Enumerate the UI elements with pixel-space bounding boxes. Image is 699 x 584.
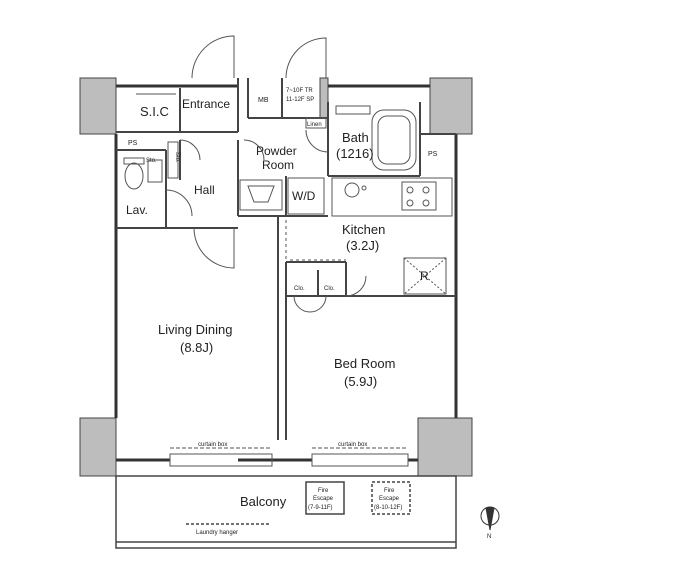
bathtub-inner: [377, 115, 411, 165]
kitchen-tap: [361, 185, 367, 191]
column-top-left: [79, 77, 117, 135]
clo-door-right: [309, 295, 327, 313]
hall-door2: [179, 139, 201, 161]
burner-3: [406, 199, 414, 207]
label-kitchen-1: Kitchen: [342, 222, 385, 237]
window-right: [311, 453, 409, 467]
lav-door: [165, 189, 193, 217]
column-bottom-right: [417, 417, 473, 477]
label-fire1-2: Escape: [313, 496, 334, 502]
entrance-door-right: [285, 37, 327, 79]
label-curtain-right: curtain box: [338, 442, 367, 448]
column-bottom-left: [79, 417, 117, 477]
label-living-2: (8.8J): [180, 340, 213, 355]
outer-walls: [114, 84, 458, 462]
structural-columns: [79, 77, 473, 477]
label-fire2-1: Fire: [384, 488, 395, 494]
label-balcony: Balcony: [240, 494, 287, 509]
column-top-right: [429, 77, 473, 135]
label-mb: MB: [258, 97, 269, 104]
toilet: [124, 162, 144, 190]
door-swings: [165, 35, 367, 313]
label-powder-2: Room: [262, 158, 294, 172]
kitchen-counter: [331, 177, 453, 217]
label-ps-left: PS: [128, 140, 138, 147]
interior-walls: [116, 78, 456, 440]
label-linen: Linen: [307, 122, 322, 128]
balcony-outline: [115, 475, 457, 549]
compass-north-label: N: [487, 534, 491, 540]
label-sto-right: Sto.: [174, 152, 180, 163]
label-hall: Hall: [194, 183, 215, 197]
powder-sink-bowl: [247, 185, 275, 203]
wd-box: [287, 177, 325, 215]
label-sic: S.I.C: [140, 104, 169, 119]
compass-icon: [480, 506, 500, 531]
label-laundry: Laundry hanger: [196, 530, 238, 536]
label-ps-right: PS: [428, 151, 438, 158]
fridge-x2: [403, 257, 447, 295]
kitchen-door: [345, 275, 367, 297]
label-living-1: Living Dining: [158, 322, 232, 337]
fridge-x1: [403, 257, 447, 295]
kitchen-sink: [344, 182, 360, 198]
toilet-tank: [123, 157, 145, 165]
lav-counter: [147, 159, 163, 183]
label-bath-2: (1216): [336, 146, 374, 161]
label-clo-right: Clo.: [324, 286, 335, 292]
label-entrance: Entrance: [182, 97, 230, 111]
burner-1: [406, 186, 414, 194]
powder-sink: [239, 179, 283, 211]
linen-shelf: [305, 117, 327, 129]
sto-shelf: [167, 141, 179, 179]
label-bath-1: Bath: [342, 130, 369, 145]
label-tr-1: 7~10F TR: [286, 88, 313, 94]
window-left: [169, 453, 273, 467]
label-bed-2: (5.9J): [344, 374, 377, 389]
bath-door: [305, 129, 329, 153]
balcony: [115, 475, 457, 549]
label-curtain-left: curtain box: [198, 442, 227, 448]
burner-4: [422, 199, 430, 207]
powder-door: [243, 139, 265, 161]
label-fire2-2: Escape: [379, 496, 400, 502]
label-lav: Lav.: [126, 203, 148, 217]
cooktop: [401, 181, 437, 211]
entrance-door-left: [191, 35, 235, 79]
bath-vanity: [335, 105, 371, 115]
column-top-middle: [319, 77, 329, 119]
hall-door: [193, 227, 235, 269]
fridge-box: [403, 257, 447, 295]
label-tr-2: 11-12F SP: [286, 97, 314, 103]
label-powder-1: Powder: [256, 144, 297, 158]
label-sto-left: Sto.: [146, 158, 157, 164]
label-fire1-1: Fire: [318, 488, 329, 494]
bathtub: [371, 109, 417, 171]
label-bed-1: Bed Room: [334, 356, 395, 371]
fixtures: [123, 93, 453, 295]
compass-needle: [485, 507, 495, 531]
burner-2: [422, 186, 430, 194]
label-fridge: R: [420, 269, 429, 283]
clo-door-left: [293, 295, 311, 313]
label-clo-left: Clo.: [294, 286, 305, 292]
label-fire2-3: (8-10-12F): [374, 505, 402, 511]
label-wd: W/D: [292, 189, 316, 203]
windows: [169, 447, 409, 467]
room-labels: S.I.C Entrance MB 7~10F TR 11-12F SP Lin…: [126, 88, 491, 540]
label-fire1-3: (7-9-11F): [308, 505, 333, 511]
fire-escape-1-box: [305, 481, 345, 515]
label-kitchen-2: (3.2J): [346, 238, 379, 253]
